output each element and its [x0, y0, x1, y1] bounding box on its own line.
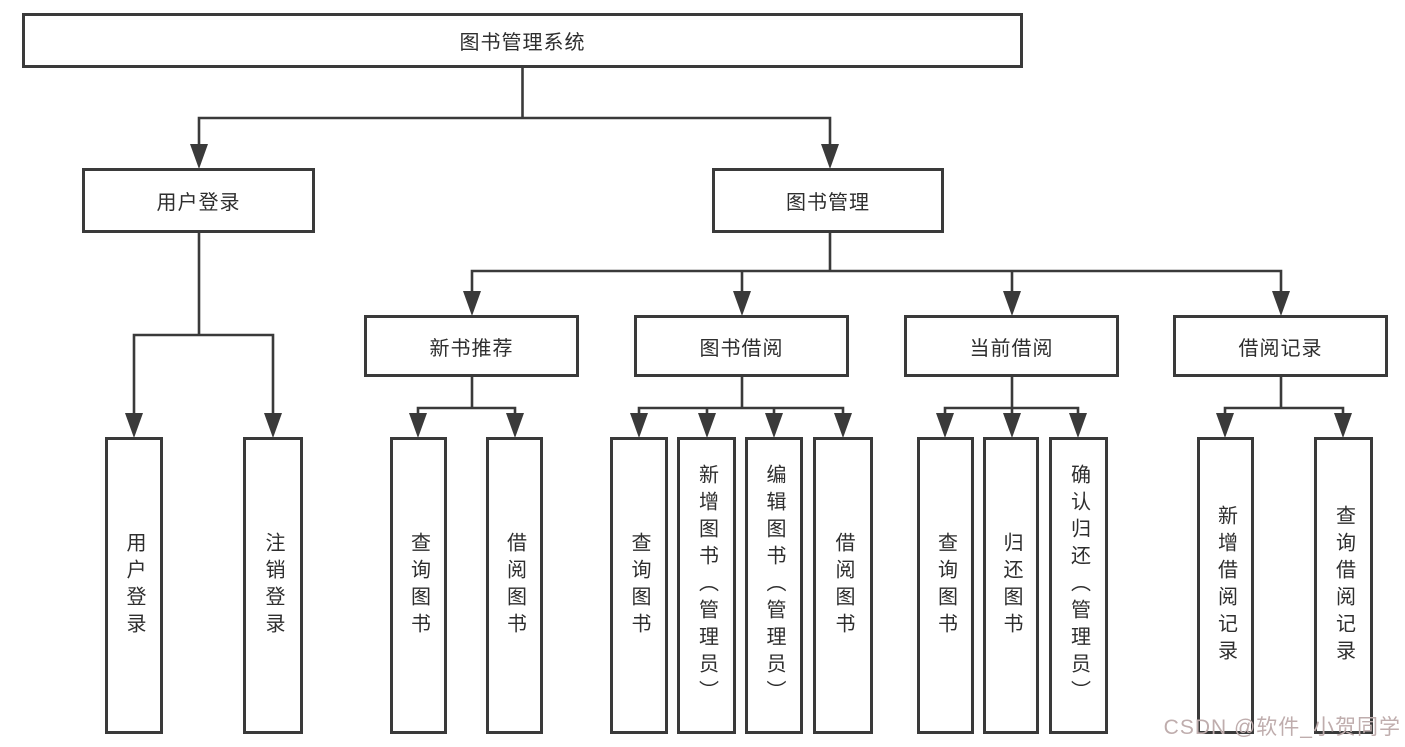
node-book-borrow-label: 图书借阅 [699, 337, 784, 360]
node-book-borrow: 图书借阅 [634, 315, 849, 377]
leaf-br-add-record: 新增借阅记录 [1197, 437, 1254, 734]
node-borrow-records-label: 借阅记录 [1238, 337, 1323, 360]
node-new-book-recommend: 新书推荐 [364, 315, 579, 377]
watermark: CSDN @软件_小贺同学 [1163, 716, 1401, 739]
node-book-management: 图书管理 [712, 168, 944, 233]
leaf-logout: 注销登录 [243, 437, 303, 734]
node-current-borrow: 当前借阅 [904, 315, 1119, 377]
root-node: 图书管理系统 [22, 13, 1023, 68]
leaf-br-query-record: 查询借阅记录 [1314, 437, 1373, 734]
leaf-nb-borrow-book-label: 借阅图书 [503, 531, 526, 640]
leaf-nb-query-books: 查询图书 [390, 437, 447, 734]
leaf-br-query-record-label: 查询借阅记录 [1332, 504, 1355, 667]
leaf-bb-edit-book-admin-label: 编辑图书（管理员） [763, 464, 785, 707]
leaf-cb-return-book-label: 归还图书 [1000, 531, 1022, 640]
leaf-nb-query-books-label: 查询图书 [407, 531, 430, 640]
leaf-cb-query-books: 查询图书 [917, 437, 974, 734]
leaf-cb-confirm-return-admin-label: 确认归还（管理员） [1067, 464, 1090, 707]
leaf-bb-query-books: 查询图书 [610, 437, 668, 734]
leaf-br-add-record-label: 新增借阅记录 [1214, 504, 1237, 667]
leaf-cb-confirm-return-admin: 确认归还（管理员） [1049, 437, 1108, 734]
node-new-book-recommend-label: 新书推荐 [429, 337, 514, 360]
node-borrow-records: 借阅记录 [1173, 315, 1388, 377]
leaf-bb-query-books-label: 查询图书 [628, 531, 650, 640]
node-current-borrow-label: 当前借阅 [969, 337, 1054, 360]
leaf-nb-borrow-book: 借阅图书 [486, 437, 543, 734]
leaf-bb-borrow-book: 借阅图书 [813, 437, 873, 734]
leaf-cb-return-book: 归还图书 [983, 437, 1039, 734]
leaf-user-login: 用户登录 [105, 437, 163, 734]
leaf-logout-label: 注销登录 [262, 531, 284, 640]
leaf-bb-add-book-admin-label: 新增图书（管理员） [695, 464, 718, 707]
node-user-login: 用户登录 [82, 168, 315, 233]
leaf-bb-edit-book-admin: 编辑图书（管理员） [745, 437, 803, 734]
node-book-management-label: 图书管理 [786, 192, 870, 214]
leaf-bb-borrow-book-label: 借阅图书 [832, 531, 854, 640]
root-node-label: 图书管理系统 [459, 32, 586, 54]
node-user-login-label: 用户登录 [156, 192, 241, 214]
leaf-bb-add-book-admin: 新增图书（管理员） [677, 437, 736, 734]
leaf-user-login-label: 用户登录 [123, 531, 145, 640]
leaf-cb-query-books-label: 查询图书 [934, 531, 957, 640]
